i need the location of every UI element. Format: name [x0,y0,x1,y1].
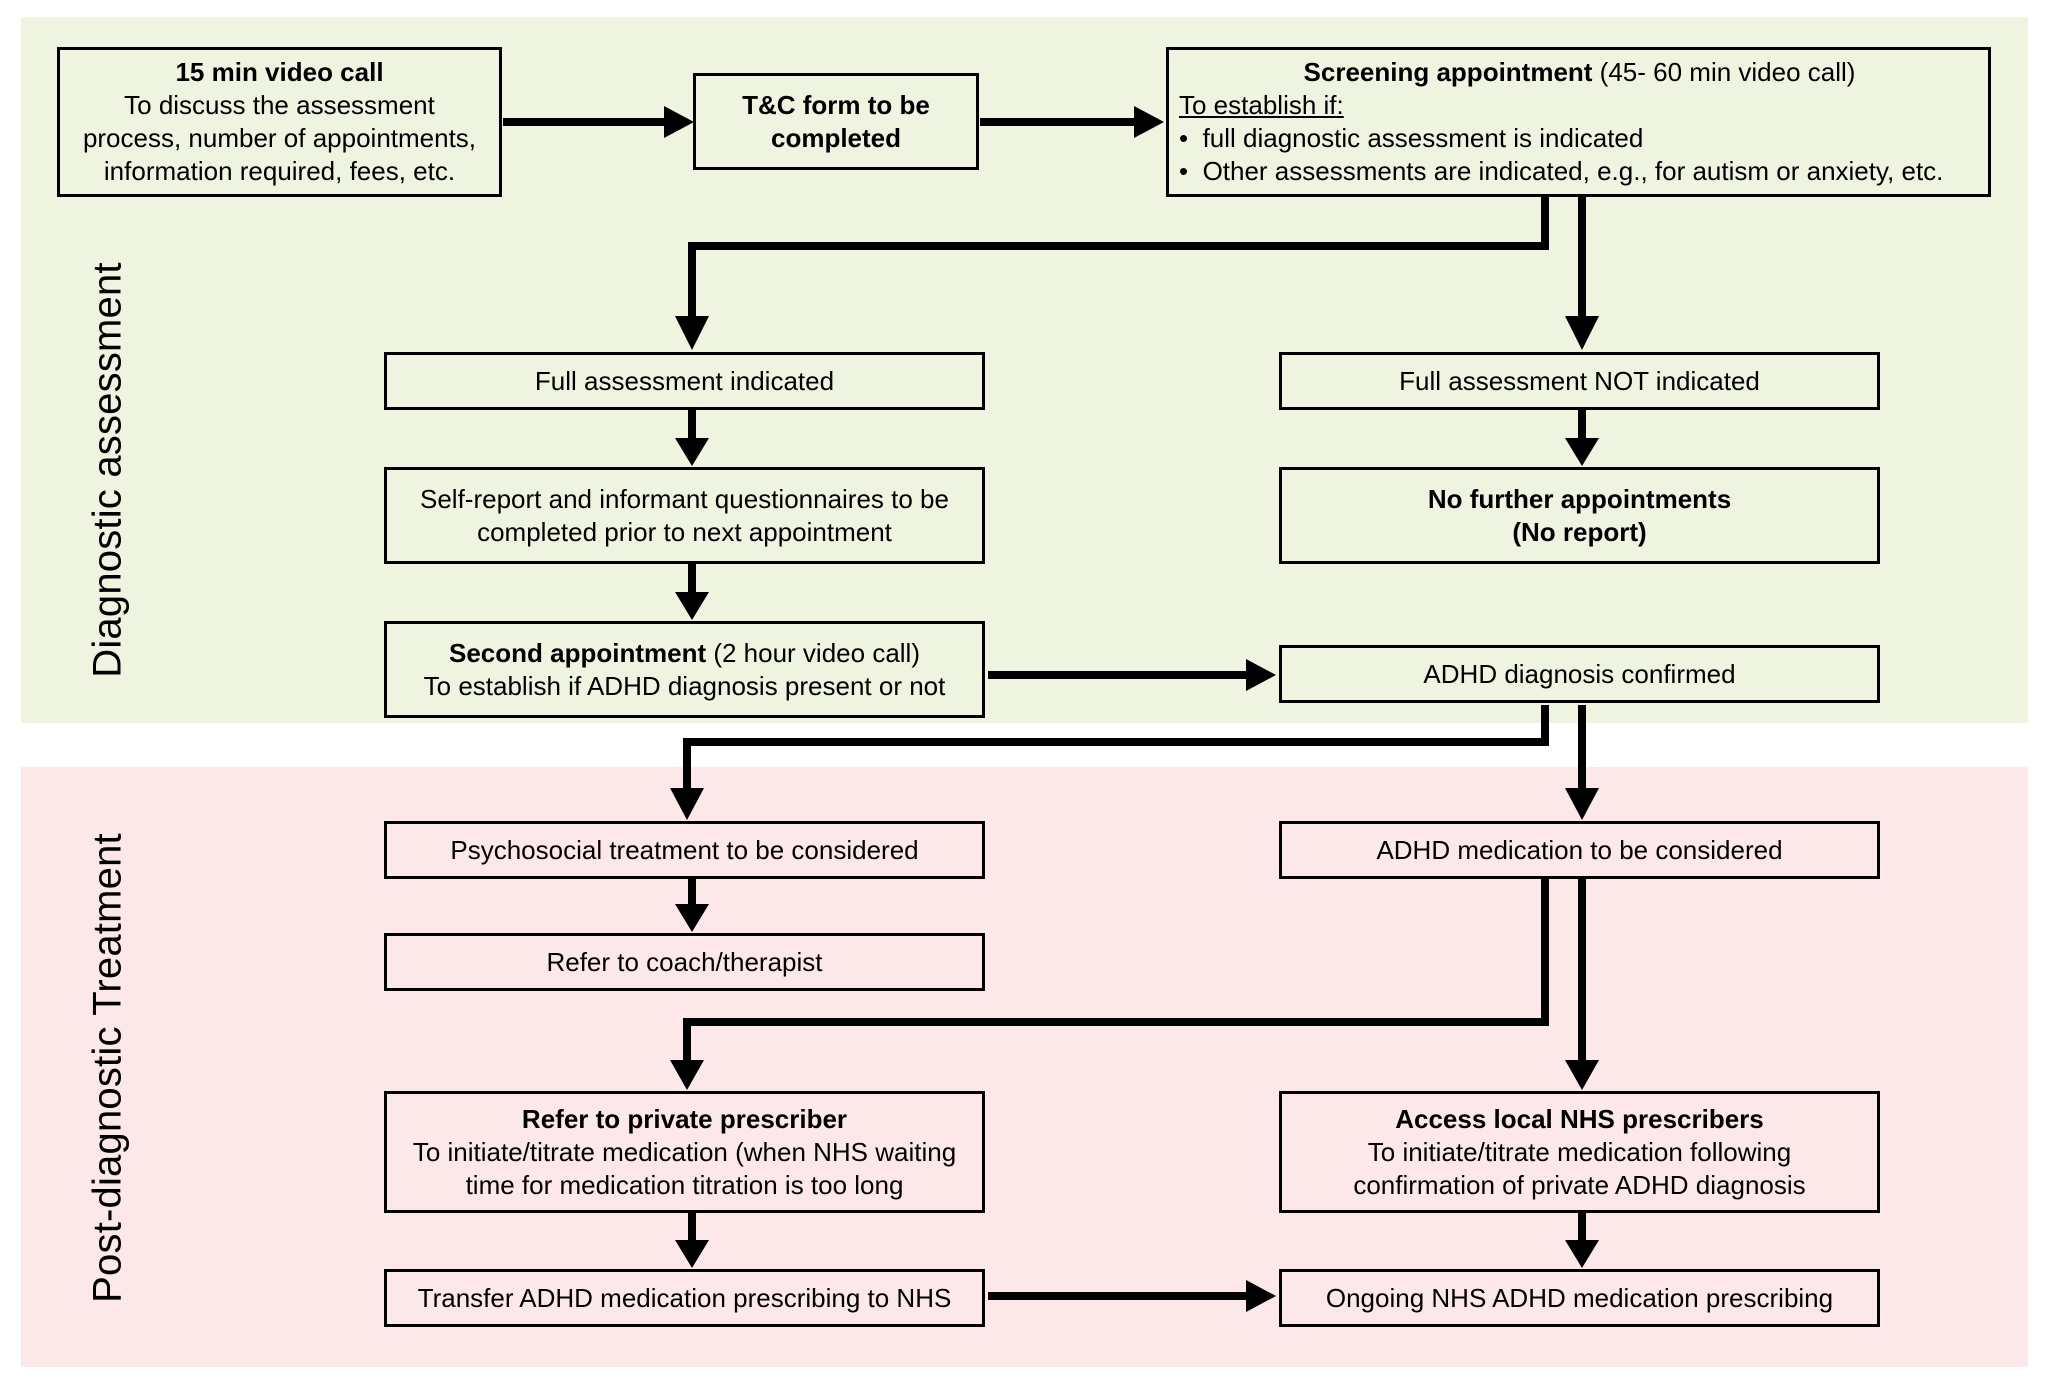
no-further-line2: (No report) [1512,516,1647,547]
transfer-prescribing-text: Transfer ADHD medication prescribing to … [417,1282,952,1313]
second-appointment-box: Second appointment (2 hour video call) T… [384,621,985,718]
nhs-prescribers-box: Access local NHS prescribers To initiate… [1279,1091,1880,1213]
no-further-appointments-box: No further appointments (No report) [1279,467,1880,564]
second-appointment-title-row: Second appointment (2 hour video call) [449,637,920,670]
screening-establish: To establish if: [1179,90,1344,120]
questionnaires-line1: Self-report and informant questionnaires… [420,483,949,514]
refer-coach-box: Refer to coach/therapist [384,933,985,991]
adhd-diagnosis-confirmed-text: ADHD diagnosis confirmed [1423,658,1736,689]
full-assessment-indicated-box: Full assessment indicated [384,352,985,410]
nhs-prescribers-line2: confirmation of private ADHD diagnosis [1353,1169,1806,1200]
video-call-line1: To discuss the assessment [124,90,435,120]
private-prescriber-box: Refer to private prescriber To initiate/… [384,1091,985,1213]
transfer-prescribing-box: Transfer ADHD medication prescribing to … [384,1269,985,1327]
private-prescriber-line1: To initiate/titrate medication (when NHS… [412,1136,957,1167]
full-assessment-not-indicated-text: Full assessment NOT indicated [1399,365,1760,396]
bullet-icon: • [1179,123,1189,153]
video-call-line2: process, number of appointments, [82,123,477,153]
full-assessment-indicated-text: Full assessment indicated [534,365,835,396]
ongoing-nhs-prescribing-text: Ongoing NHS ADHD medication prescribing [1325,1282,1834,1313]
questionnaires-box: Self-report and informant questionnaires… [384,467,985,564]
refer-coach-text: Refer to coach/therapist [546,946,823,977]
screening-appointment-box: Screening appointment (45- 60 min video … [1166,47,1991,197]
adhd-medication-text: ADHD medication to be considered [1376,834,1783,865]
second-appointment-suffix: (2 hour video call) [706,637,920,668]
tc-form-line1: T&C form to be [742,89,930,120]
adhd-diagnosis-confirmed-box: ADHD diagnosis confirmed [1279,645,1880,703]
tc-form-line2: completed [770,122,902,153]
ongoing-nhs-prescribing-box: Ongoing NHS ADHD medication prescribing [1279,1269,1880,1327]
questionnaires-line2: completed prior to next appointment [477,516,892,547]
private-prescriber-line2: time for medication titration is too lon… [465,1169,904,1200]
psychosocial-treatment-box: Psychosocial treatment to be considered [384,821,985,879]
full-assessment-not-indicated-box: Full assessment NOT indicated [1279,352,1880,410]
no-further-line1: No further appointments [1427,483,1732,514]
diagnostic-assessment-section [21,17,2028,723]
screening-title-row: Screening appointment (45- 60 min video … [1179,56,1980,89]
bullet-icon: • [1179,156,1189,186]
psychosocial-treatment-text: Psychosocial treatment to be considered [450,834,919,865]
arrow-medication-to-private [683,878,1549,1064]
video-call-line3: information required, fees, etc. [103,156,456,186]
arrow-confirmed-to-psychosocial [683,705,1549,790]
video-call-title: 15 min video call [175,57,384,87]
screening-title-suffix: (45- 60 min video call) [1592,57,1856,87]
screening-bullet2: Other assessments are indicated, e.g., f… [1202,156,1944,186]
arrow-screening-to-full-indicated [688,195,1549,316]
adhd-medication-box: ADHD medication to be considered [1279,821,1880,879]
screening-bullet1: full diagnostic assessment is indicated [1202,123,1644,153]
second-appointment-title: Second appointment [448,637,707,668]
post-diagnostic-treatment-section [21,767,2028,1367]
screening-bullet2-row: • Other assessments are indicated, e.g.,… [1179,155,1980,188]
nhs-prescribers-title: Access local NHS prescribers [1395,1103,1764,1134]
private-prescriber-title: Refer to private prescriber [521,1103,848,1134]
second-appointment-line2: To establish if ADHD diagnosis present o… [423,670,946,701]
nhs-prescribers-line1: To initiate/titrate medication following [1367,1136,1792,1167]
screening-bullet1-row: • full diagnostic assessment is indicate… [1179,122,1980,155]
tc-form-box: T&C form to be completed [693,73,979,170]
video-call-box: 15 min video call To discuss the assessm… [57,47,502,197]
screening-title: Screening appointment [1303,57,1593,87]
